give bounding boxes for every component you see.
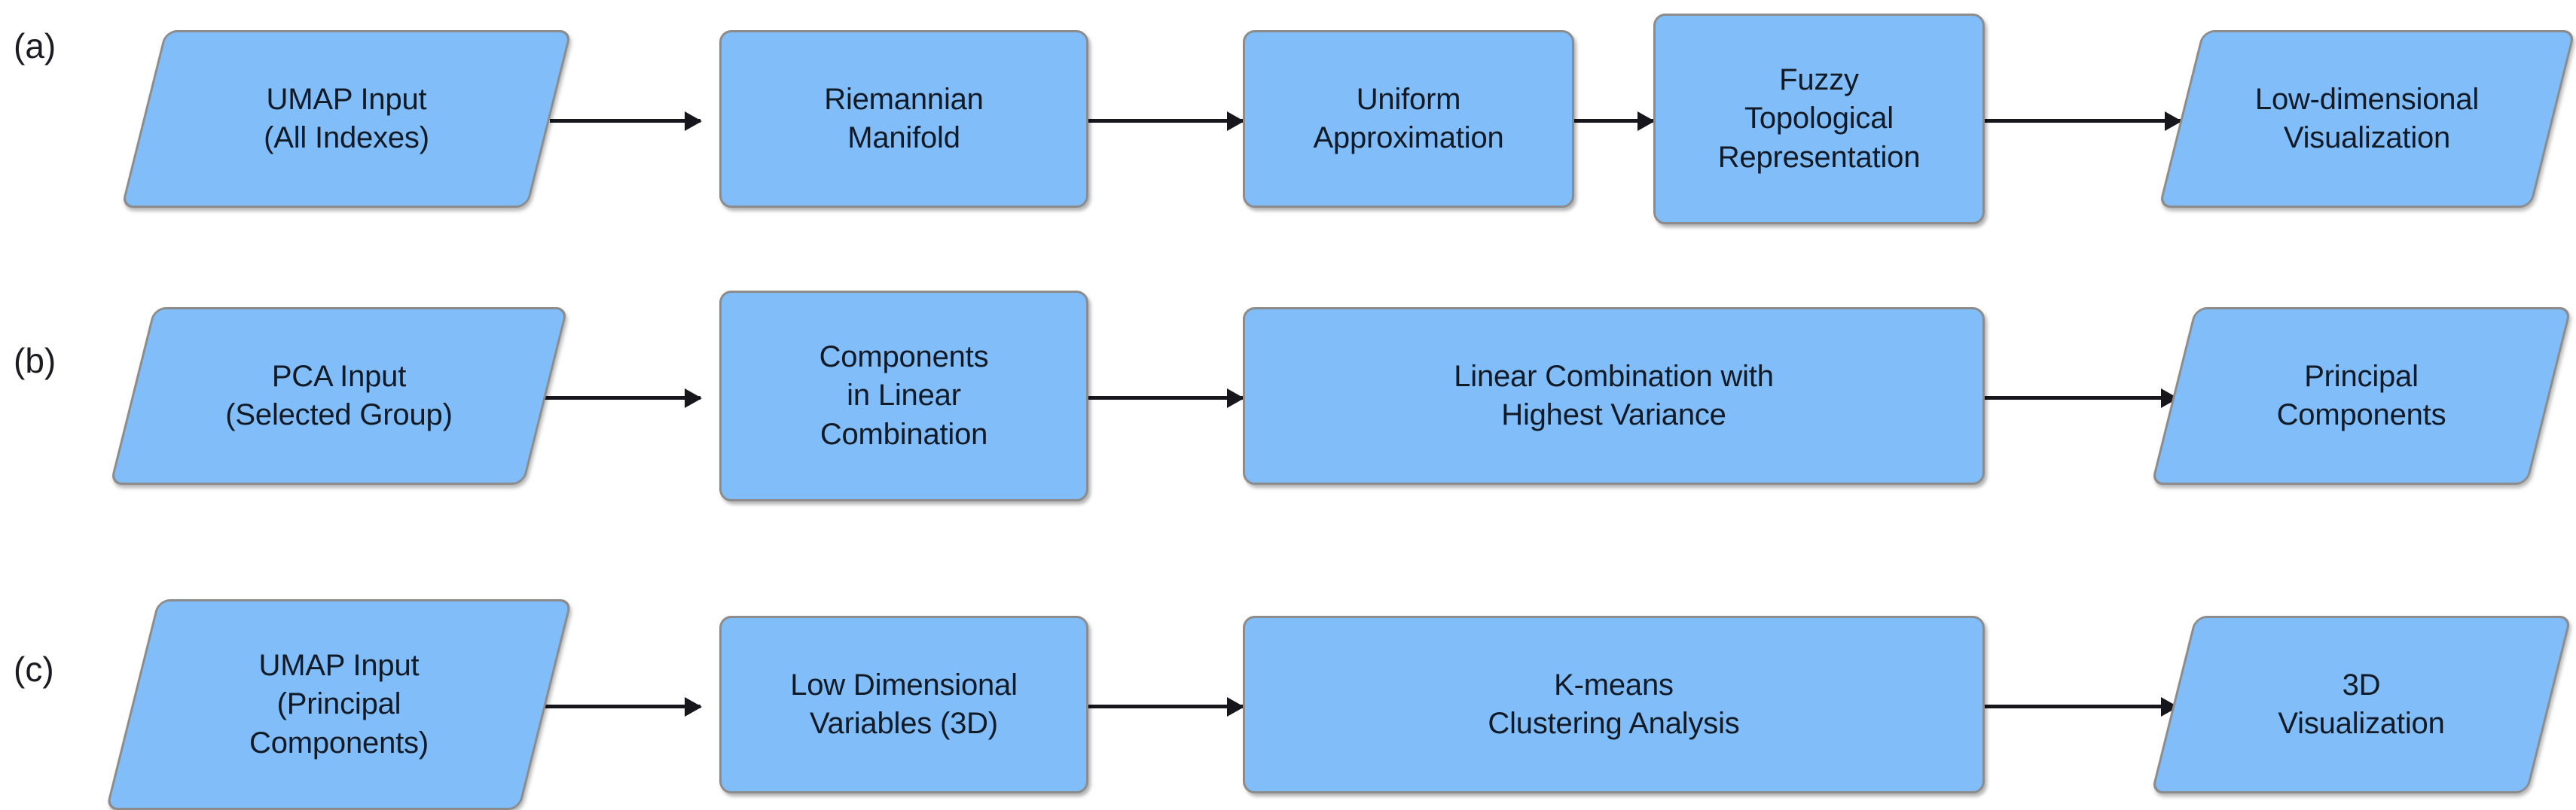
flow-row-a: (a) UMAP Input (All Indexes) Riemannian …: [0, 0, 2576, 224]
node-label: Riemannian Manifold: [824, 82, 984, 154]
node-pca-input-selected-group[interactable]: PCA Input (Selected Group): [109, 307, 569, 485]
row-label-b: (b): [14, 341, 56, 380]
rounded-rect-shape: [719, 30, 1088, 208]
node-label: Uniform Approximation: [1313, 82, 1504, 154]
node-3d-visualization[interactable]: 3D Visualization: [2150, 616, 2572, 793]
rounded-rect-shape: [1243, 307, 1985, 485]
node-label: UMAP Input (All Indexes): [264, 82, 429, 154]
edge-c3-c4: [1973, 705, 2177, 708]
edge-a3-a4: [1570, 119, 1653, 123]
node-label: Low-dimensional Visualization: [2254, 82, 2480, 154]
node-label: K-means Clustering Analysis: [1488, 668, 1740, 740]
node-label: Low Dimensional Variables (3D): [790, 668, 1018, 740]
node-linear-combination-highest-variance[interactable]: Linear Combination with Highest Variance: [1243, 307, 1985, 485]
node-umap-input-all-indexes[interactable]: UMAP Input (All Indexes): [121, 30, 572, 208]
node-label: Components in Linear Combination: [819, 340, 989, 451]
node-low-dimensional-variables-3d[interactable]: Low Dimensional Variables (3D): [719, 616, 1088, 793]
edge-b2-b3: [1085, 396, 1243, 400]
node-label: 3D Visualization: [2278, 668, 2445, 740]
edge-a4-a5: [1977, 119, 2181, 123]
node-low-dimensional-visualization[interactable]: Low-dimensional Visualization: [2158, 30, 2576, 208]
node-umap-input-principal-components[interactable]: UMAP Input (Principal Components): [105, 599, 572, 810]
node-riemannian-manifold[interactable]: Riemannian Manifold: [719, 30, 1088, 208]
node-label: Principal Components: [2276, 359, 2446, 431]
edge-b3-b4: [1973, 396, 2177, 400]
node-label: UMAP Input (Principal Components): [249, 649, 429, 760]
flow-row-b: (b) PCA Input (Selected Group) Component…: [0, 269, 2576, 501]
row-label-a: (a): [14, 26, 56, 65]
node-label: PCA Input (Selected Group): [225, 359, 453, 431]
row-label-c: (c): [14, 650, 54, 689]
node-principal-components[interactable]: Principal Components: [2150, 307, 2572, 485]
rounded-rect-shape: [719, 616, 1088, 793]
edge-c1-c2: [527, 705, 700, 708]
node-fuzzy-topological-representation[interactable]: Fuzzy Topological Representation: [1653, 14, 1985, 224]
edge-b1-b2: [527, 396, 700, 400]
edge-c2-c3: [1085, 705, 1243, 708]
rounded-rect-shape: [1243, 30, 1574, 208]
node-label: Linear Combination with Highest Variance: [1454, 359, 1774, 431]
node-components-in-linear-combination[interactable]: Components in Linear Combination: [719, 291, 1088, 501]
edge-a2-a3: [1085, 119, 1243, 123]
rounded-rect-shape: [1243, 616, 1985, 793]
node-label: Fuzzy Topological Representation: [1717, 63, 1921, 174]
flow-row-c: (c) UMAP Input (Principal Components) Lo…: [0, 563, 2576, 810]
rounded-rect-shape: [719, 291, 1088, 501]
node-uniform-approximation[interactable]: Uniform Approximation: [1243, 30, 1574, 208]
node-kmeans-clustering-analysis[interactable]: K-means Clustering Analysis: [1243, 616, 1985, 793]
edge-a1-a2: [550, 119, 700, 123]
rounded-rect-shape: [1653, 14, 1985, 224]
